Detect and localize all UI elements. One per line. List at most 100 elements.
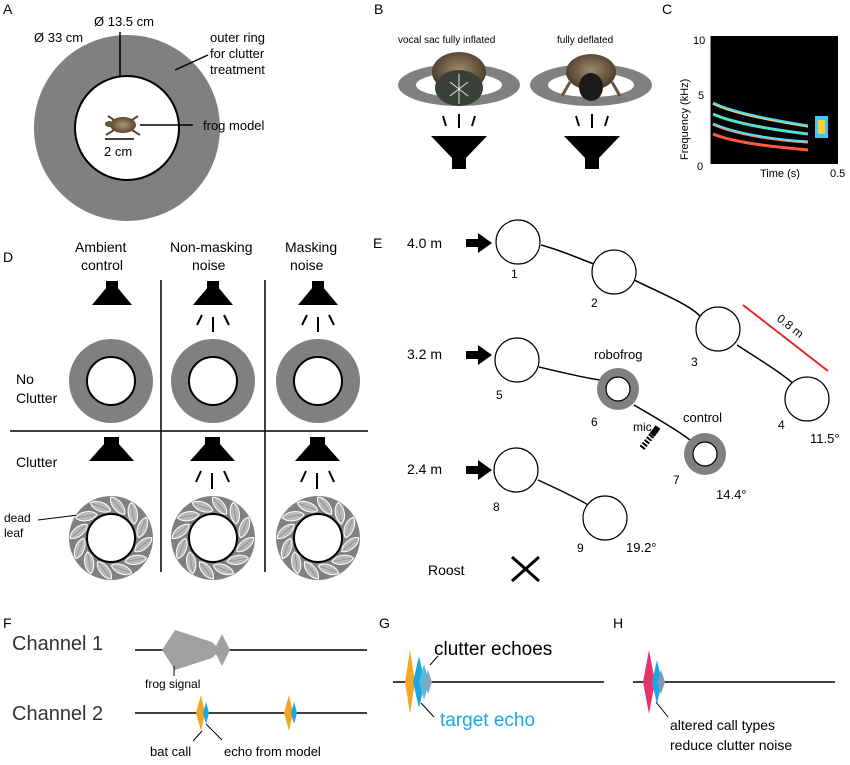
arrow-icon	[466, 345, 492, 365]
speaker-icon	[431, 114, 487, 169]
control-label: control	[683, 410, 722, 425]
panel-e: 4.0 m 3.2 m 2.4 m 1 2	[407, 219, 840, 583]
frog-deflated-image	[560, 54, 622, 101]
spacing-scale-line	[742, 304, 829, 372]
y-tick-5: 5	[698, 90, 704, 102]
bat-call-label: bat call	[150, 744, 191, 759]
bat-call-waveform	[196, 695, 209, 731]
position-9	[582, 495, 628, 541]
position-1	[495, 219, 541, 265]
position-4	[784, 376, 830, 422]
outer-ring-label-1: outer ring	[210, 30, 265, 45]
y-tick-0: 0	[697, 161, 703, 173]
speaker-icon	[298, 281, 338, 332]
panel-a: Ø 33 cm Ø 13.5 cm outer ring for clutter…	[34, 14, 265, 221]
dead-leaf-pointer	[37, 514, 79, 521]
position-5	[494, 337, 540, 383]
y-axis-label: Frequency (kHz)	[679, 79, 691, 160]
panel-b: vocal sac fully inflated fully deflated	[398, 35, 652, 169]
x-axis-label: Time (s)	[760, 168, 800, 180]
panel-letter-c: C	[662, 1, 672, 17]
angle-11-5: 11.5°	[810, 431, 840, 446]
position-label-4: 4	[778, 418, 785, 432]
panel-letters: A B C D E F G H	[3, 1, 672, 631]
robofrog-label: robofrog	[594, 347, 642, 362]
panel-h: altered call types reduce clutter noise	[633, 650, 835, 753]
channel-1-label: Channel 1	[12, 633, 103, 655]
speaker-icon	[92, 281, 132, 305]
outer-ring-label-3: treatment	[210, 62, 265, 77]
position-2	[591, 249, 637, 295]
y-tick-10: 10	[693, 35, 705, 47]
altered-call-waveform	[643, 650, 665, 714]
scale-label: 2 cm	[104, 144, 132, 159]
panel-letter-d: D	[3, 249, 13, 265]
altered-label-1: altered call types	[670, 717, 775, 733]
arena-clutter-masking	[273, 493, 363, 583]
frog-model	[105, 115, 141, 136]
echo-waveform	[284, 695, 297, 731]
speaker-icon	[193, 281, 233, 332]
arrow-icon	[466, 460, 492, 480]
arrow-icon	[466, 233, 492, 253]
panel-c: 10 5 0 Frequency (kHz) Time (s) 0.5	[679, 35, 845, 180]
altered-label-2: reduce clutter noise	[670, 737, 792, 753]
position-label-1: 1	[511, 267, 518, 281]
inflated-label: vocal sac fully inflated	[398, 35, 495, 46]
dead-leaf-label-1: dead	[4, 511, 31, 525]
spectrogram-harmonics	[712, 101, 828, 152]
outer-diameter-label: Ø 33 cm	[34, 30, 83, 45]
panel-letter-f: F	[3, 615, 12, 631]
x-tick-end: 0.5	[830, 168, 845, 180]
panel-letter-a: A	[3, 1, 13, 17]
position-label-9: 9	[577, 541, 584, 555]
panel-letter-h: H	[613, 615, 623, 631]
panel-letter-e: E	[373, 235, 382, 251]
arena-clutter-ambient	[66, 493, 156, 583]
position-label-7: 7	[673, 473, 680, 487]
position-8	[493, 447, 539, 493]
col-header-nonmasking-2: noise	[192, 257, 226, 273]
position-label-2: 2	[591, 296, 598, 310]
speaker-icon	[295, 437, 340, 489]
distance-3-2m: 3.2 m	[407, 346, 442, 362]
col-header-ambient-2: control	[81, 257, 123, 273]
outer-ring-label-2: for clutter	[210, 46, 265, 61]
arena-clutter-nonmasking	[168, 493, 258, 583]
row-header-no-1: No	[16, 371, 34, 387]
clutter-echoes-label: clutter echoes	[434, 639, 552, 660]
panel-g: clutter echoes target echo	[393, 639, 604, 731]
arena-no-clutter-nonmasking	[171, 339, 255, 423]
distance-2-4m: 2.4 m	[407, 461, 442, 477]
row-header-no-2: Clutter	[16, 390, 58, 406]
position-label-8: 8	[493, 500, 500, 514]
mic-icon	[639, 425, 661, 450]
frog-signal-waveform-2	[214, 634, 230, 666]
speaker-icon	[564, 114, 620, 169]
row-header-clutter: Clutter	[16, 454, 58, 470]
frog-signal-waveform	[162, 630, 220, 670]
arena-no-clutter-ambient	[69, 339, 153, 423]
mic-label: mic	[633, 420, 652, 434]
roost-cross-icon	[511, 555, 540, 583]
panel-f: Channel 1 Channel 2 frog signal bat call…	[12, 630, 367, 759]
position-label-6: 6	[591, 415, 598, 429]
position-label-5: 5	[496, 388, 503, 402]
distance-4m: 4.0 m	[407, 235, 442, 251]
target-echo-label: target echo	[440, 710, 535, 731]
inner-diameter-label: Ø 13.5 cm	[94, 14, 154, 29]
col-header-ambient-1: Ambient	[75, 239, 126, 255]
col-header-nonmasking-1: Non-masking	[170, 239, 252, 255]
panel-letter-b: B	[374, 1, 383, 17]
outer-ring-pointer	[174, 54, 209, 71]
deflated-label: fully deflated	[557, 35, 613, 46]
position-7-control	[684, 433, 726, 475]
angle-14-4: 14.4°	[716, 487, 747, 502]
clutter-echo-waveform	[405, 650, 432, 714]
arena-no-clutter-masking	[276, 339, 360, 423]
panel-d: Ambient control Non-masking noise Maskin…	[4, 239, 368, 583]
col-header-masking-2: noise	[290, 257, 324, 273]
roost-label: Roost	[428, 562, 465, 578]
col-header-masking-1: Masking	[285, 239, 337, 255]
